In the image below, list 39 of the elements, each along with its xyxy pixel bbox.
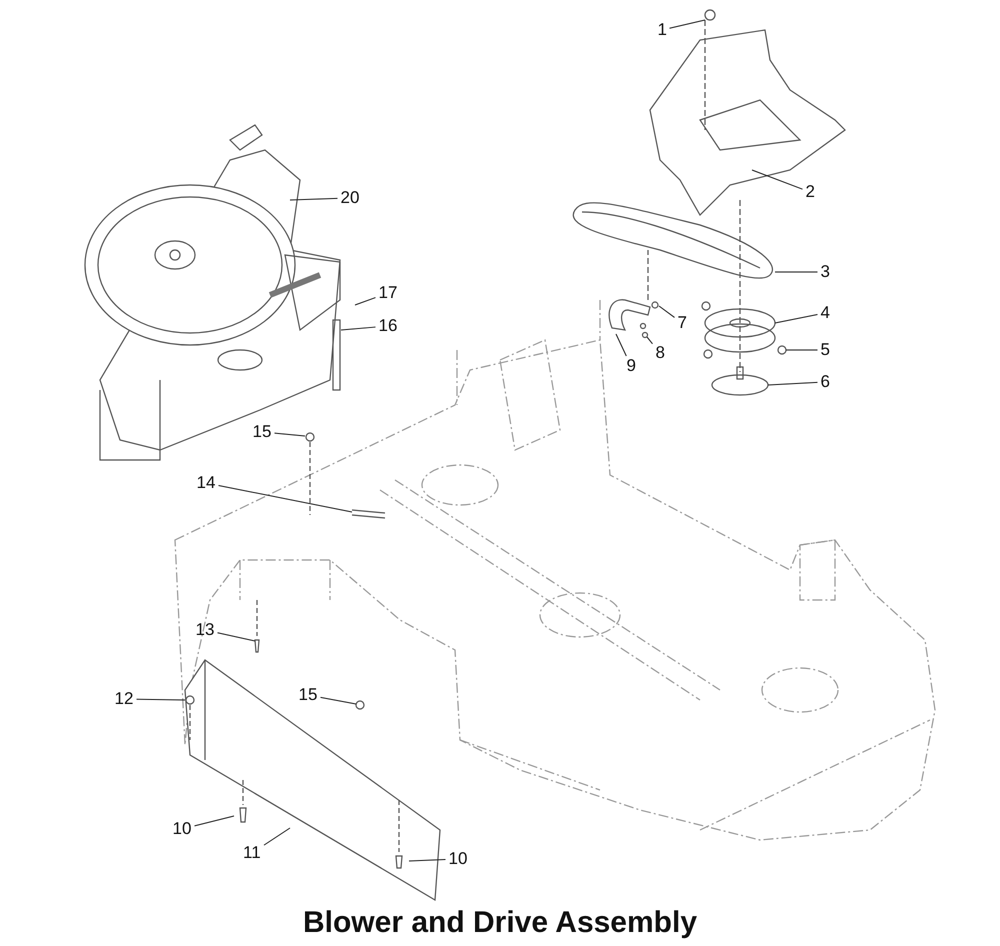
leader-line xyxy=(658,306,675,318)
callout-number: 9 xyxy=(626,357,637,375)
leader-line xyxy=(669,20,706,29)
leader-line xyxy=(136,698,186,700)
callout-number: 11 xyxy=(242,844,262,862)
callout-number: 7 xyxy=(676,314,688,332)
leader-line xyxy=(408,859,446,862)
callout-number: 13 xyxy=(194,621,216,639)
callout-number: 5 xyxy=(820,341,831,359)
callout-number: 15 xyxy=(298,686,318,704)
callout-number: 4 xyxy=(820,304,831,322)
callout-number: 3 xyxy=(820,263,831,281)
leader-line xyxy=(768,382,818,386)
leader-line xyxy=(274,432,306,436)
callout-number: 8 xyxy=(654,344,666,362)
callout-number: 10 xyxy=(172,820,192,838)
callout-number: 16 xyxy=(378,317,398,335)
leader-line xyxy=(774,314,818,324)
leader-line xyxy=(354,297,376,306)
callout-number: 12 xyxy=(114,690,134,708)
callout-number: 1 xyxy=(656,21,668,39)
leader-line xyxy=(218,484,352,512)
leader-line xyxy=(320,696,356,704)
callout-number: 17 xyxy=(378,284,398,302)
leader-line xyxy=(264,828,290,846)
diagram-title: Blower and Drive Assembly xyxy=(302,906,698,940)
callout-number: 20 xyxy=(340,189,360,207)
leader-line xyxy=(290,198,338,200)
callout-number: 6 xyxy=(820,373,831,391)
leader-line xyxy=(217,632,256,642)
callout-number: 2 xyxy=(804,183,816,201)
callout-number: 10 xyxy=(448,850,468,868)
leader-line xyxy=(646,336,653,344)
callout-number: 14 xyxy=(196,474,216,492)
callout-number: 15 xyxy=(252,423,272,441)
leader-line xyxy=(340,326,376,330)
leader-line xyxy=(616,334,627,356)
leader-line xyxy=(752,170,803,190)
leader-line xyxy=(194,816,234,826)
